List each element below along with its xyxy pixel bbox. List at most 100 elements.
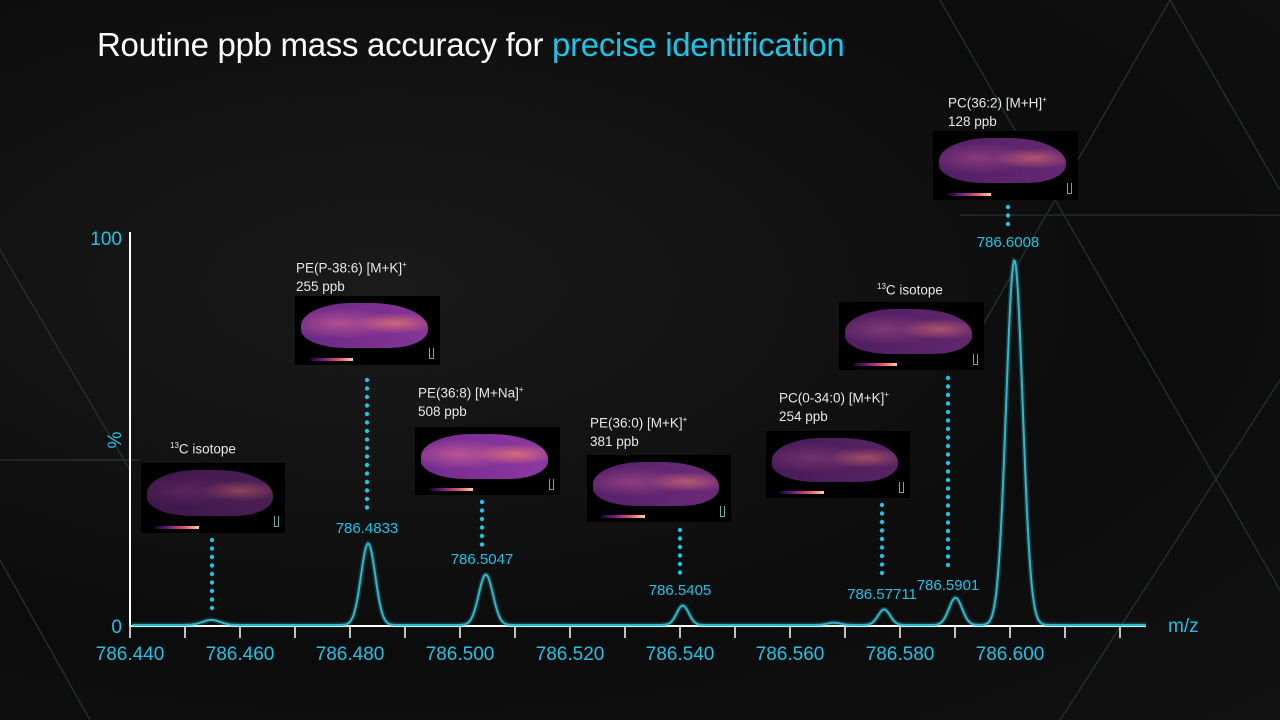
dotted-leader-dot bbox=[879, 502, 885, 508]
dotted-leader-dot bbox=[945, 375, 951, 381]
dotted-leader-dot bbox=[364, 479, 370, 485]
colorbar bbox=[155, 525, 199, 529]
x-tick-label: 786.560 bbox=[756, 644, 825, 665]
ion-image-thumbnail bbox=[933, 131, 1078, 200]
dotted-leader-dot bbox=[1005, 213, 1011, 218]
dotted-leader-dot bbox=[677, 544, 683, 550]
dotted-leader-dot bbox=[945, 460, 951, 466]
dotted-leader-dot bbox=[879, 545, 885, 550]
dotted-leader-dot bbox=[364, 462, 370, 468]
dotted-leader-dot bbox=[209, 571, 215, 577]
dotted-leader-dot bbox=[364, 428, 370, 434]
tissue-image bbox=[844, 308, 973, 354]
annotation-ppb: 381 ppb bbox=[590, 433, 639, 449]
dotted-leader-dot bbox=[364, 471, 370, 476]
scale-bar-icon bbox=[549, 478, 555, 490]
scale-bar-icon bbox=[720, 505, 726, 517]
annotation-label: PE(36:8) [M+Na]+ 508 ppb bbox=[418, 381, 524, 421]
annotation-ppb: 255 ppb bbox=[296, 278, 345, 294]
spectrum-trace bbox=[132, 259, 1146, 626]
dotted-leader-dot bbox=[364, 454, 370, 459]
dotted-leader-dot bbox=[879, 562, 885, 567]
dotted-leader-dot bbox=[479, 499, 485, 505]
dotted-leader-dot bbox=[945, 409, 951, 415]
annotation-compound: PE(P-38:6) [M+K]+ bbox=[296, 260, 407, 276]
annotation-compound: PE(36:8) [M+Na]+ bbox=[418, 385, 524, 401]
dotted-leader-dot bbox=[677, 561, 683, 567]
tissue-image bbox=[592, 461, 720, 506]
ion-image-thumbnail bbox=[295, 296, 440, 365]
scale-bar-icon bbox=[274, 516, 280, 528]
annotation-label: PE(36:0) [M+K]+381 ppb bbox=[590, 411, 687, 451]
x-tick-label: 786.500 bbox=[426, 644, 495, 665]
scale-bar-icon bbox=[973, 353, 979, 365]
dotted-leader-dot bbox=[209, 597, 215, 602]
x-axis-label: m/z bbox=[1168, 616, 1199, 637]
dotted-leader-dot bbox=[945, 435, 951, 440]
x-tick-label: 786.580 bbox=[866, 644, 935, 665]
colorbar bbox=[947, 192, 991, 196]
annotation-compound: PC(0-34:0) [M+K]+ bbox=[779, 390, 890, 406]
dotted-leader-dot bbox=[479, 508, 485, 513]
y-tick-label: 0 bbox=[111, 617, 122, 638]
dotted-leader-dot bbox=[945, 528, 951, 534]
dotted-leader-dot bbox=[364, 411, 370, 417]
scale-bar-icon bbox=[429, 348, 435, 360]
x-tick-label: 786.520 bbox=[536, 644, 605, 665]
dotted-leader-dot bbox=[945, 384, 951, 389]
dotted-leader-dot bbox=[209, 580, 215, 585]
ion-image-thumbnail bbox=[766, 431, 910, 498]
dotted-leader-dot bbox=[364, 505, 370, 510]
tissue-image bbox=[771, 437, 899, 482]
dotted-leader-dot bbox=[677, 536, 683, 541]
peak-mz-label: 786.5901 bbox=[916, 577, 980, 594]
dotted-leader-dot bbox=[945, 511, 951, 517]
dotted-leader-dot bbox=[879, 519, 885, 525]
annotation-label: 13C isotope bbox=[877, 278, 943, 300]
annotation-compound: 13C isotope bbox=[877, 282, 943, 298]
dotted-leader-dot bbox=[879, 528, 885, 533]
colorbar bbox=[309, 357, 353, 361]
dotted-leader-dot bbox=[209, 588, 215, 594]
dotted-leader-dot bbox=[945, 494, 951, 500]
x-tick-label: 786.460 bbox=[206, 644, 275, 665]
tissue-image bbox=[420, 433, 549, 479]
dotted-leader-dot bbox=[364, 394, 370, 400]
y-axis-label: % bbox=[105, 431, 126, 448]
dotted-leader-dot bbox=[364, 403, 370, 408]
dotted-leader-dot bbox=[1005, 221, 1011, 227]
scale-bar-icon bbox=[1067, 183, 1073, 195]
dotted-leader-dot bbox=[479, 525, 485, 530]
annotation-compound: PC(36:2) [M+H]+ bbox=[948, 95, 1047, 111]
dotted-leader-dot bbox=[364, 445, 370, 451]
dotted-leader-dot bbox=[677, 570, 683, 575]
dotted-leader-dot bbox=[364, 377, 370, 383]
scale-bar-icon bbox=[899, 481, 905, 493]
annotation-label: PC(0-34:0) [M+K]+ 254 ppb bbox=[779, 386, 889, 426]
ion-image-thumbnail bbox=[587, 455, 731, 522]
y-tick-label: 100 bbox=[90, 229, 122, 250]
dotted-leader-dot bbox=[945, 562, 951, 568]
dotted-leader-dot bbox=[945, 503, 951, 508]
dotted-leader-dot bbox=[945, 520, 951, 525]
annotation-ppb: 508 ppb bbox=[418, 403, 467, 419]
dotted-leader-dot bbox=[479, 542, 485, 547]
dotted-leader-dot bbox=[945, 537, 951, 542]
annotation-label: PC(36:2) [M+H]+128 ppb bbox=[948, 91, 1047, 131]
dotted-leader-dot bbox=[945, 418, 951, 423]
dotted-leader-dot bbox=[945, 392, 951, 398]
annotation-compound: 13C isotope bbox=[170, 441, 236, 457]
dotted-leader-dot bbox=[945, 426, 951, 432]
ion-image-thumbnail bbox=[839, 302, 984, 370]
dotted-leader-dot bbox=[479, 516, 485, 522]
dotted-leader-dot bbox=[209, 537, 215, 543]
dotted-leader-dot bbox=[945, 477, 951, 483]
dotted-leader-dot bbox=[1005, 204, 1011, 210]
tissue-image bbox=[146, 470, 274, 517]
dotted-leader-dot bbox=[879, 570, 885, 576]
title-prefix: Routine ppb mass accuracy for bbox=[97, 26, 553, 63]
ion-image-thumbnail bbox=[415, 427, 560, 495]
annotation-ppb: 254 ppb bbox=[779, 408, 828, 424]
dotted-leader-dot bbox=[209, 546, 215, 551]
